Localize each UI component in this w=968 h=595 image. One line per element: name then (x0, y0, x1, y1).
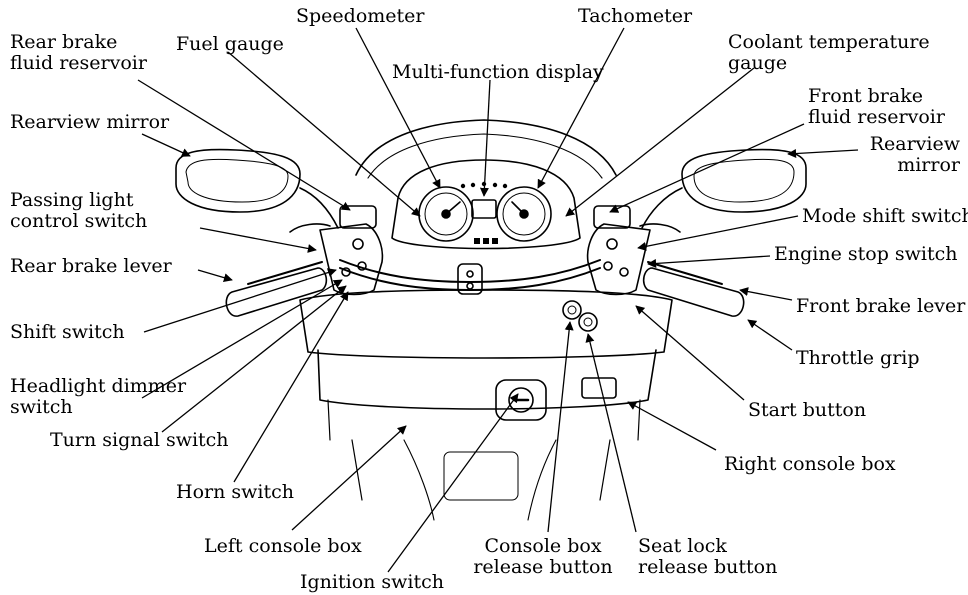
label-left-console-box: Left console box (204, 536, 362, 557)
label-tachometer: Tachometer (578, 6, 692, 27)
label-rear-brake-fluid-reservoir: Rear brake fluid reservoir (10, 32, 147, 74)
label-fuel-gauge: Fuel gauge (176, 34, 284, 55)
leader-front-brake-lever (740, 290, 792, 300)
leader-tachometer (538, 28, 624, 188)
leader-right-console-box (628, 402, 716, 450)
label-console-box-release-button: Console box release button (470, 536, 616, 578)
label-turn-signal-switch: Turn signal switch (50, 430, 229, 451)
label-rear-brake-lever: Rear brake lever (10, 256, 172, 277)
leader-passing-light-control-switch (200, 228, 316, 250)
leader-left-console-box (292, 426, 406, 530)
label-horn-switch: Horn switch (176, 482, 294, 503)
label-passing-light-control-switch: Passing light control switch (10, 190, 147, 232)
label-rearview-mirror-right: Rearview mirror (862, 134, 960, 176)
lower-panel (318, 350, 656, 409)
leader-rear-brake-fluid-reservoir (138, 80, 350, 210)
label-console-box-release-button-line2: release button (470, 557, 616, 578)
label-rear-brake-fluid-reservoir-line1: Rear brake (10, 32, 147, 53)
label-ignition-switch: Ignition switch (300, 572, 444, 593)
label-shift-switch: Shift switch (10, 322, 125, 343)
label-front-brake-fluid-reservoir-line1: Front brake (808, 86, 945, 107)
front-cowl (300, 290, 672, 358)
label-coolant-temperature-gauge-line1: Coolant temperature (728, 32, 930, 53)
label-coolant-temperature-gauge: Coolant temperature gauge (728, 32, 930, 74)
leader-horn-switch (234, 292, 348, 482)
label-headlight-dimmer-switch: Headlight dimmer switch (10, 376, 186, 418)
label-console-box-release-button-line1: Console box (470, 536, 616, 557)
leader-front-brake-fluid-reservoir (610, 124, 804, 212)
label-speedometer: Speedometer (296, 6, 425, 27)
leader-coolant-temperature-gauge (566, 68, 754, 216)
leader-console-box-release-button (548, 322, 570, 532)
label-front-brake-fluid-reservoir: Front brake fluid reservoir (808, 86, 945, 128)
label-mode-shift-switch: Mode shift switch (802, 206, 968, 227)
label-start-button: Start button (748, 400, 866, 421)
left-rearview-mirror (176, 150, 300, 212)
leader-rear-brake-lever (198, 270, 232, 280)
leader-speedometer (356, 28, 440, 188)
label-passing-light-control-switch-line1: Passing light (10, 190, 147, 211)
multi-function-display-screen (472, 200, 496, 218)
leader-throttle-grip (748, 320, 792, 350)
label-multi-function-display: Multi-function display (392, 62, 604, 83)
label-engine-stop-switch: Engine stop switch (774, 244, 958, 265)
label-headlight-dimmer-switch-line2: switch (10, 397, 186, 418)
label-rearview-mirror-right-line1: Rearview (862, 134, 960, 155)
leader-seat-lock-release-button (588, 334, 636, 532)
label-passing-light-control-switch-line2: control switch (10, 211, 147, 232)
label-seat-lock-release-button-line1: Seat lock (638, 536, 777, 557)
label-rear-brake-fluid-reservoir-line2: fluid reservoir (10, 53, 147, 74)
right-switch-housing (588, 224, 650, 295)
leader-rearview-mirror-right (788, 150, 858, 154)
label-seat-lock-release-button: Seat lock release button (638, 536, 777, 578)
label-right-console-box: Right console box (724, 454, 896, 475)
label-rearview-mirror-right-line2: mirror (862, 155, 960, 176)
right-rearview-mirror (682, 150, 806, 212)
label-seat-lock-release-button-line2: release button (638, 557, 777, 578)
label-front-brake-fluid-reservoir-line2: fluid reservoir (808, 107, 945, 128)
label-headlight-dimmer-switch-line1: Headlight dimmer (10, 376, 186, 397)
left-switch-housing (320, 224, 382, 295)
label-front-brake-lever: Front brake lever (796, 296, 965, 317)
leader-rearview-mirror-left (142, 134, 190, 156)
label-rearview-mirror-left: Rearview mirror (10, 112, 169, 133)
label-coolant-temperature-gauge-line2: gauge (728, 53, 930, 74)
label-throttle-grip: Throttle grip (796, 348, 920, 369)
leader-multi-function-display (484, 80, 490, 196)
console-release-knob (563, 301, 581, 319)
leader-engine-stop-switch (648, 256, 770, 264)
seat-lock-knob (579, 313, 597, 331)
